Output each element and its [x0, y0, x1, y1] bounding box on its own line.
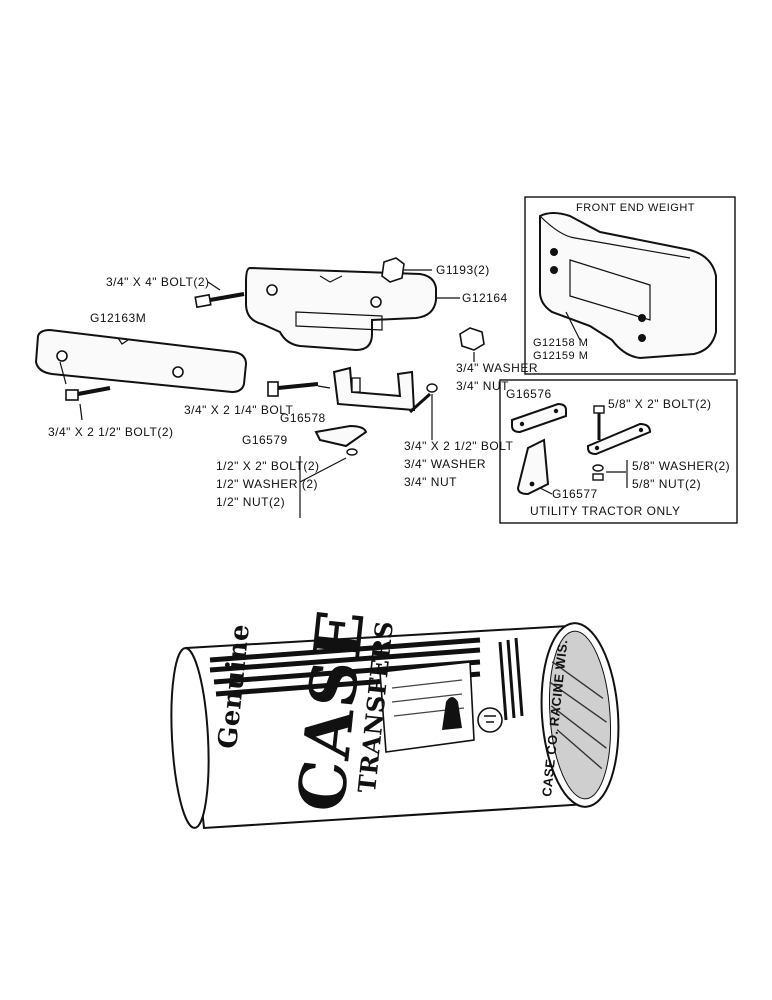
weight-lower-illustration — [34, 328, 248, 421]
part-number-g1193: G1193(2) — [436, 263, 490, 277]
nut-right-label: 3/4" NUT — [456, 379, 509, 393]
bolt-center-label: 3/4" X 2 1/2" BOLT — [404, 439, 514, 453]
weight-upper-illustration — [245, 257, 460, 352]
part-number-g12164: G12164 — [462, 291, 508, 305]
utility-nut-label: 5/8" NUT(2) — [632, 477, 702, 491]
front-end-weight-inset-frame — [524, 196, 736, 375]
washer-right-label: 3/4" WASHER — [456, 361, 538, 375]
can-word-genuine: Genuine — [213, 622, 256, 751]
utility-tractor-caption: UTILITY TRACTOR ONLY — [530, 504, 681, 518]
bolt-lower-label: 3/4" X 2 1/2" BOLT(2) — [48, 425, 174, 439]
nut-center-label: 3/4" NUT — [404, 475, 457, 489]
washer-center-label: 3/4" WASHER — [404, 457, 486, 471]
bolt-mid-label: 3/4" X 2 1/4" BOLT — [184, 403, 294, 417]
utility-washer-label: 5/8" WASHER(2) — [632, 459, 731, 473]
washer-small-label: 1/2" WASHER (2) — [216, 477, 318, 491]
bolt-top-illustration — [194, 281, 245, 309]
bracket-mid-illustration — [267, 327, 485, 518]
part-number-g12159m: G12159 M — [533, 350, 589, 362]
bolt-small-label: 1/2" X 2" BOLT(2) — [216, 459, 320, 473]
utility-tractor-inset-frame — [499, 379, 738, 524]
nut-small-label: 1/2" NUT(2) — [216, 495, 286, 509]
front-end-weight-illustration — [539, 212, 717, 360]
part-number-g12158m: G12158 M — [533, 337, 589, 349]
part-number-g16578: G16578 — [280, 411, 326, 425]
utility-bolt-label: 5/8" X 2" BOLT(2) — [608, 397, 712, 411]
front-end-weight-title: FRONT END WEIGHT — [576, 202, 696, 214]
bolt-top-label: 3/4" X 4" BOLT(2) — [106, 275, 210, 289]
case-transfers-can-illustration — [170, 622, 620, 830]
part-number-g12163m: G12163M — [90, 311, 147, 325]
part-number-g16577: G16577 — [552, 487, 598, 501]
utility-parts-illustration — [511, 402, 652, 496]
part-number-g16579: G16579 — [242, 433, 288, 447]
part-number-g16576: G16576 — [506, 387, 552, 401]
